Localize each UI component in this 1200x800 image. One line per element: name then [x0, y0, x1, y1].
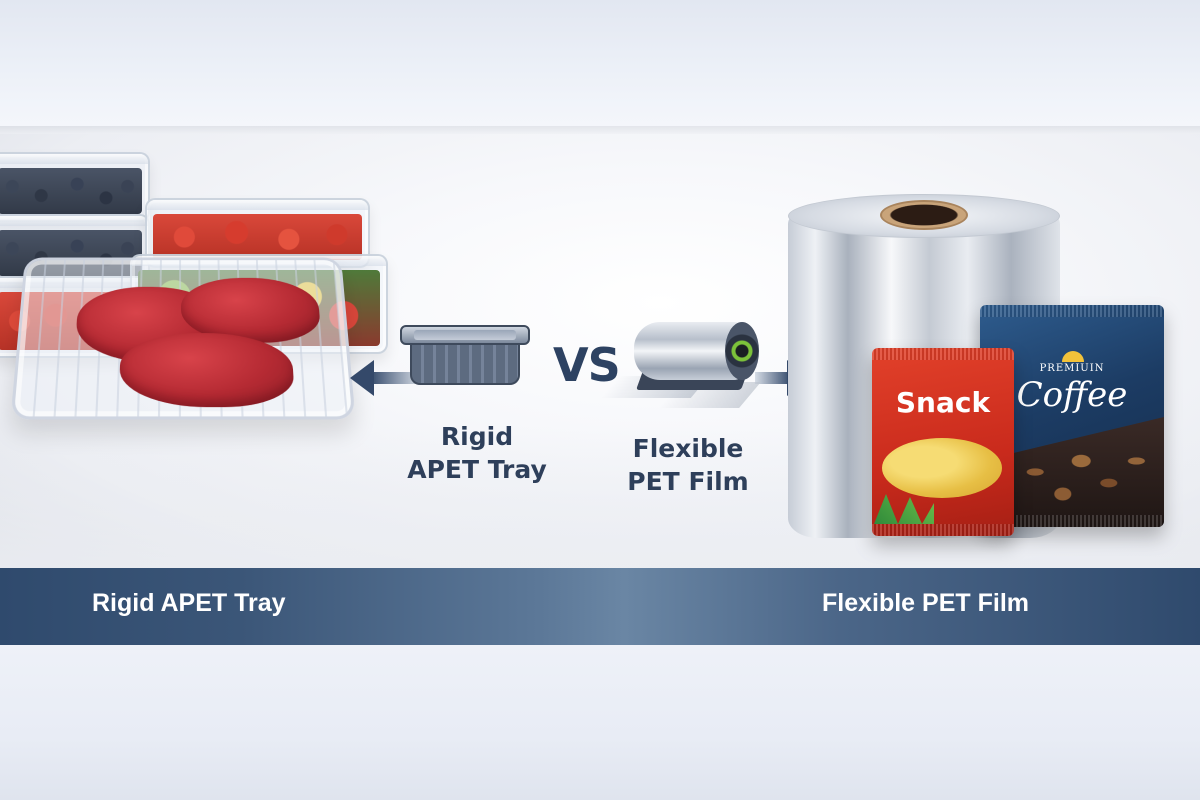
- vs-separator: VS: [553, 338, 621, 392]
- blueberry-container-top: [0, 152, 150, 222]
- leaf-decoration: [874, 494, 934, 524]
- meat-apet-tray: [10, 257, 356, 420]
- arrow-left-icon: [350, 360, 420, 396]
- horizon-line: [0, 126, 1200, 134]
- top-background: [0, 0, 1200, 126]
- comparison-banner: Rigid APET Tray Flexible PET Film: [0, 568, 1200, 645]
- rigid-apet-tray-label: Rigid APET Tray: [407, 422, 547, 484]
- banner-label-rigid: Rigid APET Tray: [92, 589, 286, 617]
- flexible-pet-film-label: Flexible PET Film: [627, 434, 749, 496]
- snack-pouch: Snack: [872, 348, 1014, 536]
- snack-brand: Snack: [895, 386, 991, 419]
- film-roll-icon: [600, 318, 761, 408]
- coffee-tagline: PREMIUIN: [1039, 363, 1105, 374]
- roll-core: [880, 200, 968, 230]
- bottom-background: [0, 645, 1200, 800]
- banner-label-flexible: Flexible PET Film: [822, 589, 1029, 617]
- tray-icon: [400, 325, 530, 387]
- sun-logo-icon: [1062, 351, 1084, 362]
- chips-image: [882, 438, 1002, 498]
- meat-piece: [118, 333, 296, 408]
- coffee-brand: Coffee: [1016, 375, 1128, 415]
